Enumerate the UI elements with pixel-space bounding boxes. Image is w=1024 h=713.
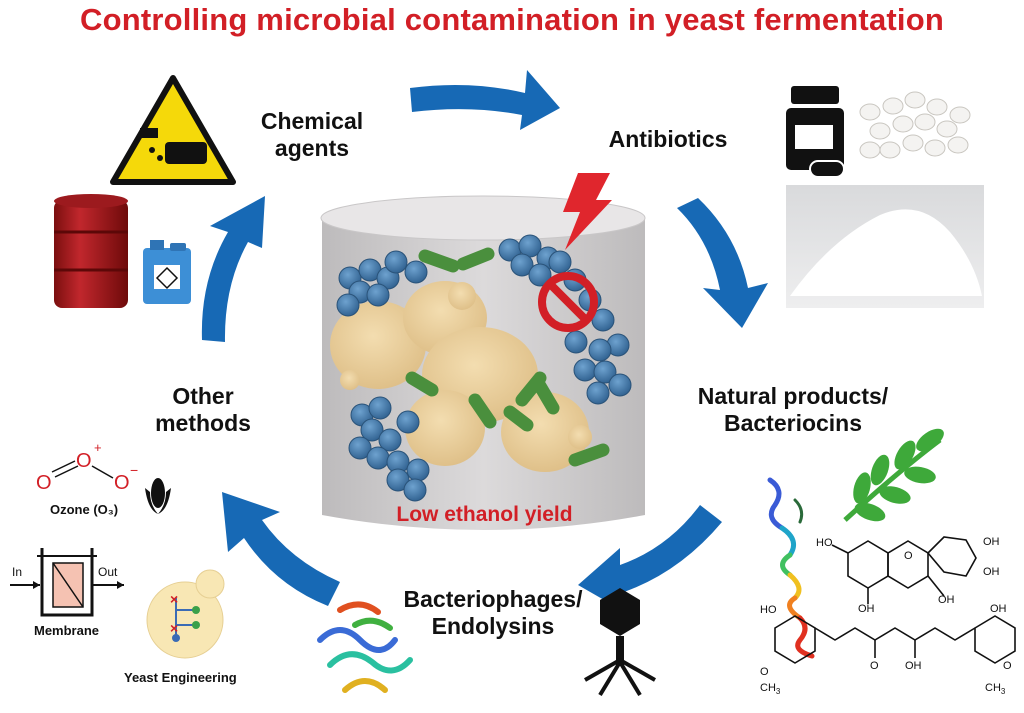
ozone-label: Ozone (O₃) bbox=[50, 502, 119, 517]
catechin-oh-bottom: OH bbox=[858, 603, 875, 615]
ozone-minus: − bbox=[130, 462, 139, 478]
membrane-label: Membrane bbox=[34, 623, 100, 638]
svg-text:×: × bbox=[170, 620, 178, 636]
label-natural-products: Natural products/ Bacteriocins bbox=[697, 383, 889, 436]
catechin-structure bbox=[831, 536, 977, 604]
curcumin-ho-left: HO bbox=[760, 604, 777, 616]
endolysin-protein-structure bbox=[317, 601, 413, 693]
oil-barrel-icon bbox=[54, 194, 128, 308]
ozone-o-center: O bbox=[76, 450, 92, 472]
corn-icon bbox=[145, 478, 171, 514]
cycle-arrows bbox=[201, 70, 768, 612]
label-chemical-agents: Chemical agents bbox=[260, 108, 364, 161]
yeast-engineering-label: Yeast Engineering bbox=[124, 670, 237, 685]
curcumin-o-right: O bbox=[1003, 660, 1012, 672]
pill-bottle-icon bbox=[786, 86, 845, 178]
label-other-methods: Other methods bbox=[155, 383, 251, 436]
label-bacteriophages: Bacteriophages/ Endolysins bbox=[403, 586, 583, 639]
tablets-icon bbox=[859, 91, 971, 159]
catechin-oh-3: OH bbox=[938, 594, 955, 606]
rod-bacteria bbox=[405, 247, 610, 467]
ozone-plus: + bbox=[94, 440, 102, 455]
membrane-out-label: Out bbox=[98, 565, 118, 579]
corrosive-warning-icon bbox=[110, 75, 236, 185]
tank-caption: Low ethanol yield bbox=[396, 503, 573, 526]
curcumin-o-left: O bbox=[760, 666, 769, 678]
bacteriocin-structure-icon bbox=[767, 477, 815, 659]
curcumin-o-keto: O bbox=[870, 660, 879, 672]
ozone-o-left: O bbox=[36, 472, 52, 494]
membrane-in-label: In bbox=[12, 565, 23, 579]
leaf-icon bbox=[843, 428, 944, 522]
catechin-oh-top: OH bbox=[983, 536, 1000, 548]
lightning-bolt-icon bbox=[563, 173, 612, 250]
curcumin-structure bbox=[774, 615, 1016, 664]
curcumin-oh-enol: OH bbox=[905, 660, 922, 672]
powder-image bbox=[786, 185, 984, 308]
svg-text:×: × bbox=[170, 591, 178, 607]
chemical-canister-icon bbox=[143, 240, 191, 304]
curcumin-oh-right: OH bbox=[990, 603, 1007, 615]
catechin-oh-right: OH bbox=[983, 566, 1000, 578]
ozone-molecule bbox=[51, 460, 114, 479]
label-antibiotics: Antibiotics bbox=[608, 126, 728, 152]
bacteriophage-icon bbox=[584, 588, 656, 697]
catechin-ring-o: O bbox=[904, 550, 913, 562]
cocci-bacteria bbox=[336, 234, 632, 502]
catechin-ho-left: HO bbox=[816, 537, 833, 549]
membrane-diagram bbox=[10, 548, 124, 617]
prohibition-icon bbox=[538, 272, 598, 332]
yeast-cells bbox=[330, 281, 592, 472]
curcumin-ch3-right: CH3 bbox=[985, 682, 1006, 697]
yeast-engineering-icon: × × bbox=[146, 569, 225, 659]
figure-title: Controlling microbial contamination in y… bbox=[80, 2, 944, 37]
curcumin-ch3-left: CH3 bbox=[760, 682, 781, 697]
ozone-o-right: O bbox=[114, 472, 130, 494]
